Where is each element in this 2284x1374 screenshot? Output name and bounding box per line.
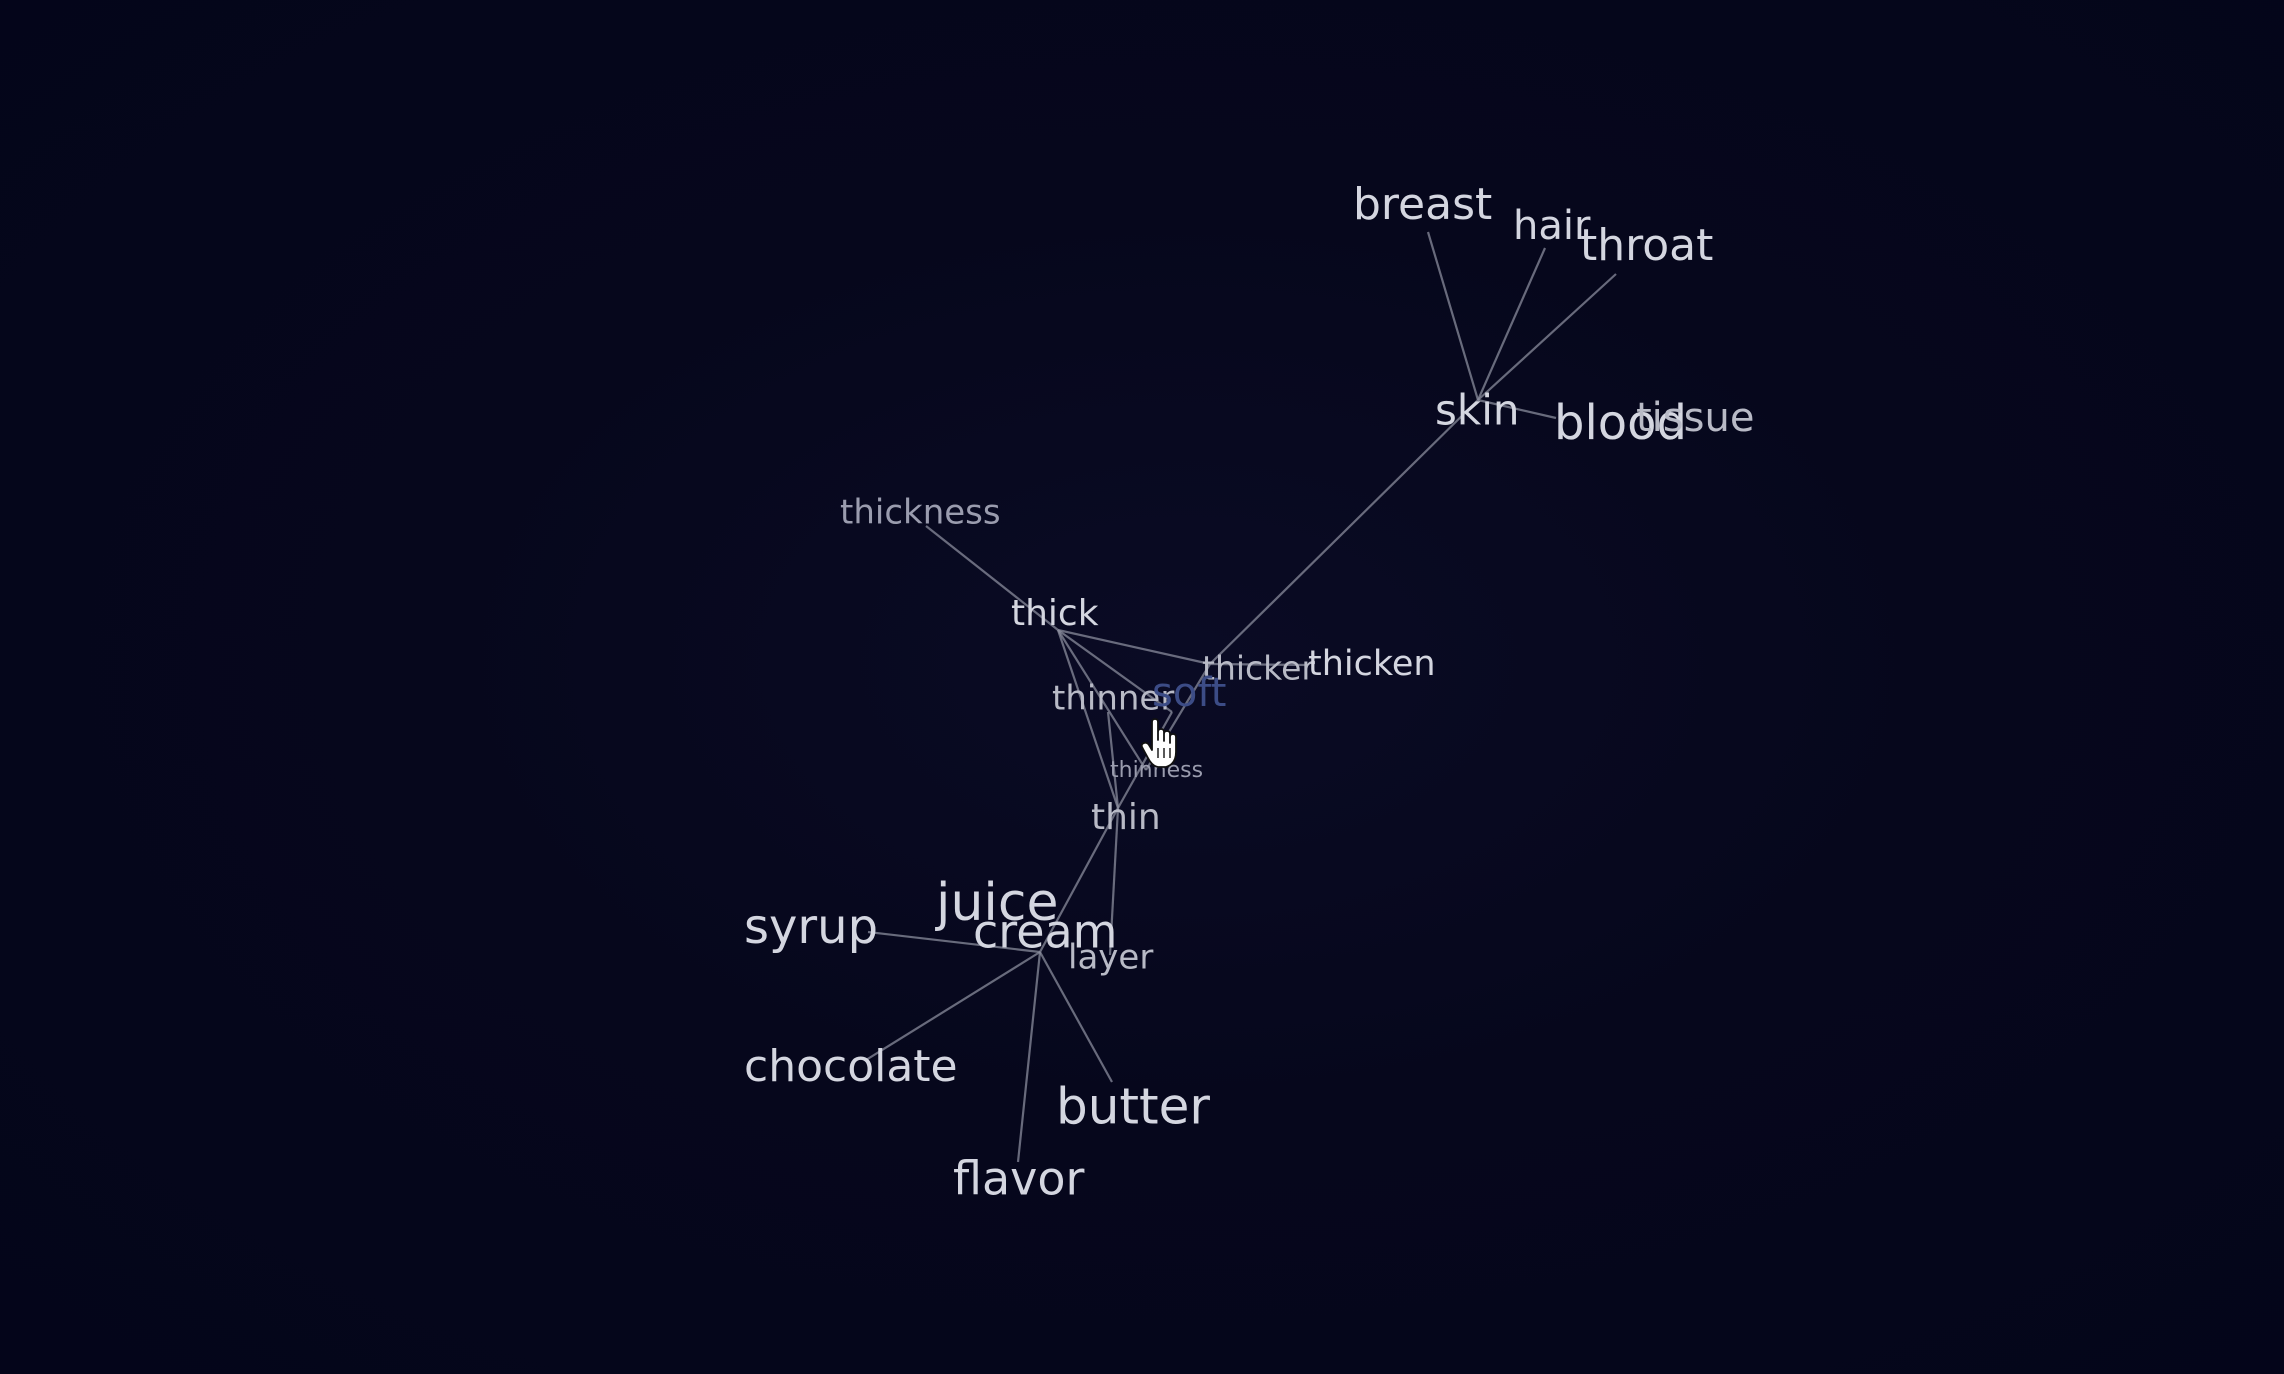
node-thicker[interactable]: thicker: [1202, 649, 1315, 688]
node-layer[interactable]: layer: [1068, 938, 1153, 978]
edge-skin-blood: [1477, 398, 1557, 420]
edge-thick-soft: [1057, 629, 1173, 713]
edge-thick-thicker: [1057, 628, 1211, 666]
edge-thin-layer: [1108, 807, 1120, 956]
node-juice[interactable]: juice: [935, 873, 1058, 933]
node-thicken[interactable]: thicken: [1308, 644, 1436, 684]
edge-soft-thin: [1117, 711, 1173, 809]
node-thickness[interactable]: thickness: [840, 493, 1001, 533]
node-thinner[interactable]: thinner: [1052, 679, 1174, 719]
edge-cream-butter: [1039, 951, 1113, 1083]
edge-skin-breast: [1426, 231, 1480, 401]
node-thin[interactable]: thin: [1091, 797, 1161, 838]
edge-thinner-thin: [1106, 711, 1120, 809]
edge-thick-thin: [1056, 629, 1120, 809]
edge-skin-thicker: [1209, 399, 1479, 665]
node-throat[interactable]: throat: [1580, 220, 1713, 271]
hand-pointer-icon: [1140, 718, 1177, 768]
edge-cream-flavor: [1016, 951, 1042, 1163]
node-tissue[interactable]: tissue: [1636, 395, 1754, 441]
edge-skin-hair: [1476, 247, 1547, 401]
edge-cream-syrup: [867, 930, 1041, 954]
node-thick[interactable]: thick: [1011, 593, 1099, 634]
node-syrup[interactable]: syrup: [744, 899, 878, 955]
node-blood[interactable]: blood: [1554, 395, 1687, 451]
edge-thick-thinness: [1057, 629, 1147, 771]
edge-thickness-thick: [925, 525, 1059, 631]
edge-thicker-thicken: [1209, 662, 1309, 667]
node-cream[interactable]: cream: [973, 905, 1118, 959]
edge-thin-cream: [1039, 807, 1119, 953]
node-hair[interactable]: hair: [1513, 203, 1591, 249]
node-skin[interactable]: skin: [1435, 386, 1520, 435]
edge-skin-throat: [1477, 273, 1617, 401]
edge-cream-chocolate: [865, 951, 1041, 1061]
node-breast[interactable]: breast: [1353, 179, 1492, 230]
edges-layer: [865, 231, 1617, 1163]
node-soft[interactable]: soft: [1152, 670, 1226, 716]
node-flavor[interactable]: flavor: [953, 1152, 1085, 1206]
node-chocolate[interactable]: chocolate: [744, 1041, 958, 1092]
node-butter[interactable]: butter: [1056, 1078, 1210, 1136]
